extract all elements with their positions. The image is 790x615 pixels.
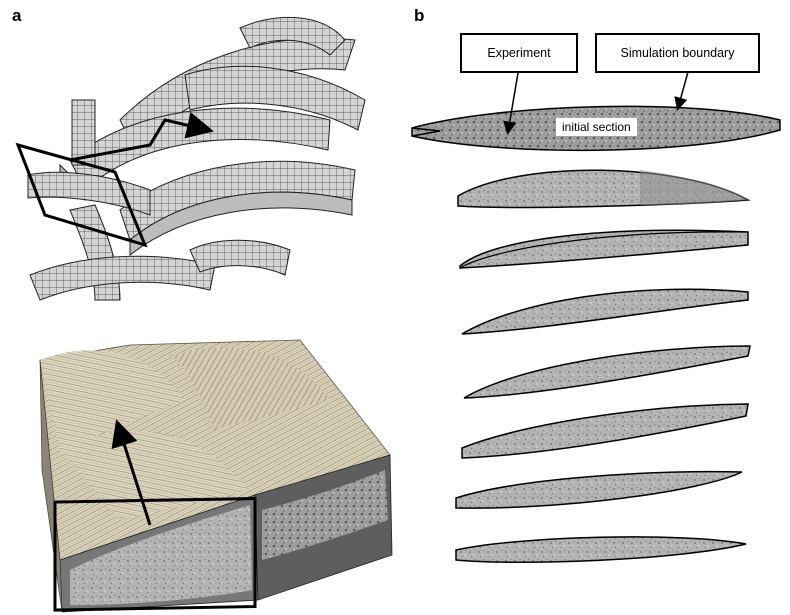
section-1 bbox=[458, 170, 748, 207]
section-5 bbox=[462, 404, 748, 458]
fe-mesh-model bbox=[18, 17, 365, 300]
experiment-callout: Experiment bbox=[460, 33, 578, 73]
section-7 bbox=[456, 537, 746, 562]
section-3 bbox=[462, 289, 748, 334]
simulation-boundary-callout: Simulation boundary bbox=[595, 33, 760, 73]
cross-sections bbox=[412, 72, 780, 562]
ct-fabric-block bbox=[40, 340, 392, 612]
section-6 bbox=[456, 472, 742, 508]
section-4 bbox=[464, 346, 750, 398]
section-2 bbox=[460, 230, 748, 268]
initial-section-label: initial section bbox=[556, 118, 637, 136]
